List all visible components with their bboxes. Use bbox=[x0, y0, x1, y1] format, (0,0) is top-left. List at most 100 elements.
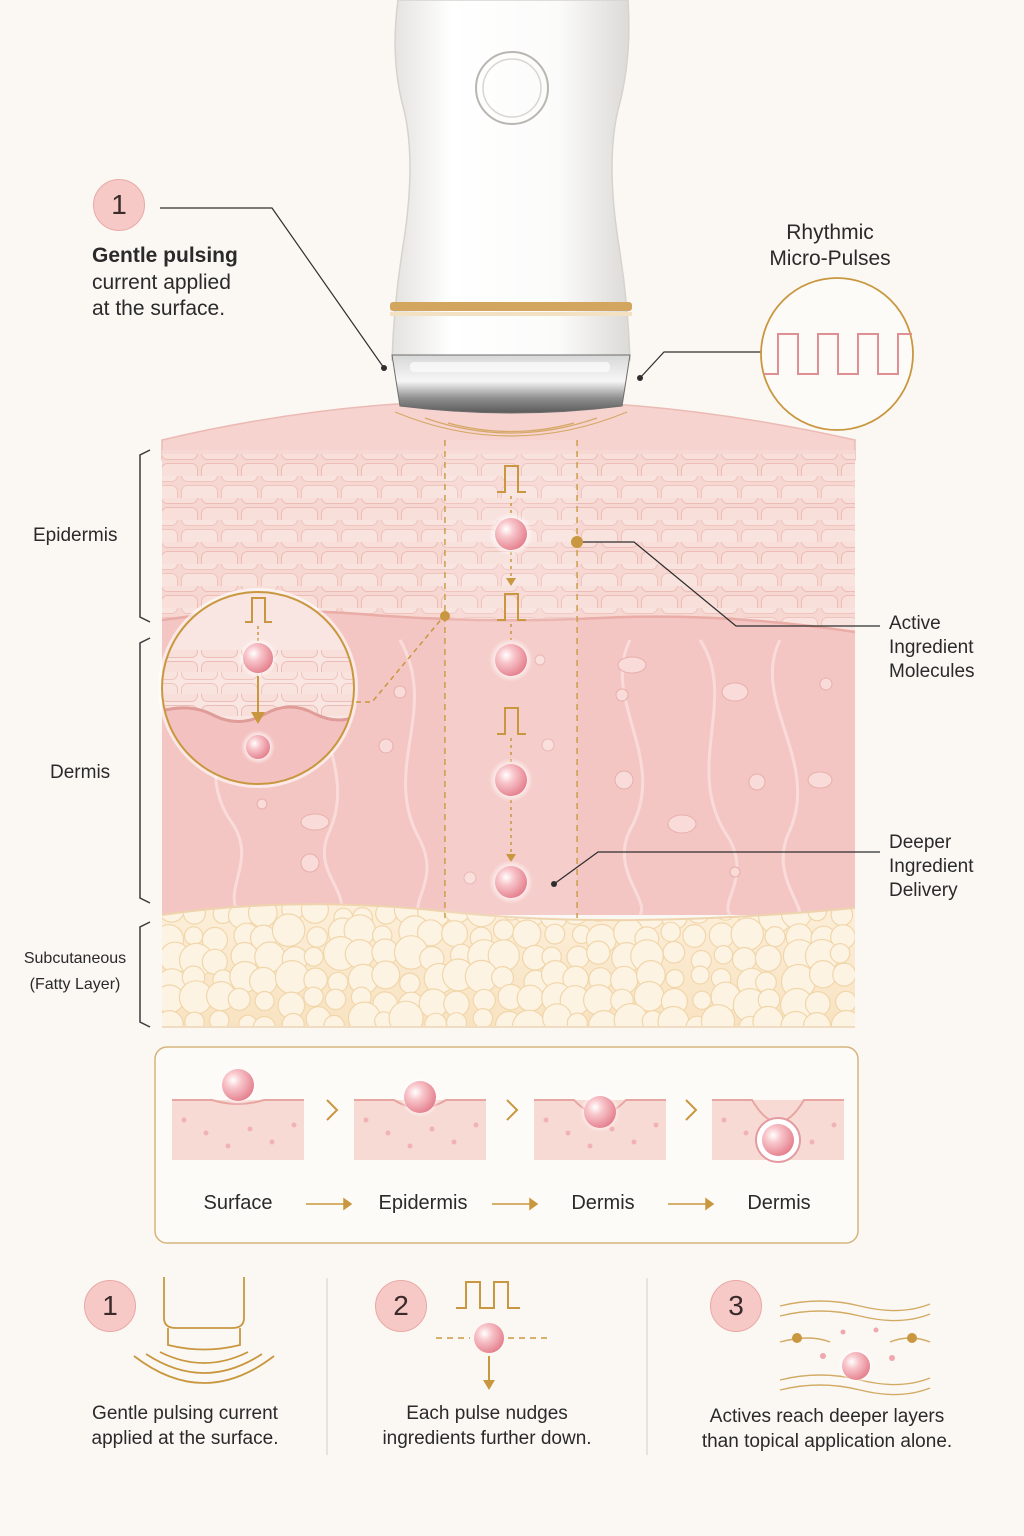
fat-cell bbox=[834, 990, 855, 1013]
step3-number: 3 bbox=[710, 1280, 762, 1332]
step3-layers-icon bbox=[779, 1300, 931, 1396]
fat-cell bbox=[324, 988, 347, 1011]
active-label-line1: Active bbox=[889, 613, 941, 634]
fat-cell bbox=[254, 990, 275, 1012]
fat-cell bbox=[764, 925, 786, 948]
step2-number: 2 bbox=[375, 1280, 427, 1332]
callout-number-1: 1 bbox=[93, 179, 145, 231]
step1-number: 1 bbox=[84, 1280, 136, 1332]
fat-cell bbox=[248, 966, 278, 996]
step3-line1: Actives reach deeper layers bbox=[709, 1406, 945, 1427]
progression-speck bbox=[363, 1117, 369, 1123]
progression-speck bbox=[429, 1126, 435, 1132]
dermis-label: Dermis bbox=[50, 762, 111, 783]
step1-device-icon bbox=[133, 1277, 275, 1384]
deeper-label-line3: Delivery bbox=[889, 880, 958, 901]
fat-cell bbox=[583, 984, 615, 1016]
fat-cell bbox=[830, 1009, 855, 1028]
progression-speck bbox=[385, 1130, 391, 1136]
progression-speck bbox=[407, 1143, 413, 1149]
fat-cell bbox=[183, 926, 204, 946]
progression-speck bbox=[181, 1117, 187, 1123]
fat-cell bbox=[208, 1010, 230, 1028]
progression-molecule bbox=[584, 1096, 616, 1128]
pulse-callout-title: Rhythmic Micro-Pulses bbox=[760, 220, 900, 272]
zoom-inset bbox=[158, 588, 450, 788]
fat-cell bbox=[586, 940, 611, 965]
fat-cell bbox=[692, 990, 712, 1011]
stage-label-dermis-deep: Dermis bbox=[747, 1192, 811, 1214]
fat-cell bbox=[271, 913, 306, 948]
fat-cell bbox=[227, 987, 251, 1011]
progression-speck bbox=[721, 1117, 727, 1123]
subcutaneous-line2: (Fatty Layer) bbox=[29, 976, 121, 993]
progression-speck bbox=[451, 1139, 457, 1145]
fat-cell bbox=[306, 926, 328, 948]
fat-cell bbox=[472, 988, 496, 1012]
fat-cell bbox=[542, 1003, 572, 1028]
step1-line2: applied at the surface. bbox=[91, 1428, 279, 1449]
progression-speck bbox=[473, 1122, 479, 1128]
fat-cell bbox=[713, 944, 734, 965]
fat-cell bbox=[665, 968, 685, 989]
progression-molecule bbox=[404, 1081, 436, 1113]
progression-arrows bbox=[306, 1197, 715, 1211]
fat-cell bbox=[662, 940, 686, 964]
fat-cell bbox=[424, 1012, 448, 1028]
step2-text: Each pulse nudges ingredients further do… bbox=[357, 1401, 617, 1451]
fat-cell bbox=[303, 946, 324, 967]
fat-cell bbox=[544, 923, 566, 945]
step1-line1: Gentle pulsing current bbox=[92, 1403, 278, 1424]
progression-speck bbox=[831, 1122, 837, 1128]
fat-cell bbox=[660, 921, 681, 943]
progression-speck bbox=[291, 1122, 297, 1128]
fat-cell bbox=[752, 1005, 784, 1028]
step2-line1: Each pulse nudges bbox=[406, 1403, 568, 1424]
step1-text: Gentle pulsing current applied at the su… bbox=[55, 1401, 315, 1451]
progression-speck bbox=[653, 1122, 659, 1128]
stage-label-epidermis: Epidermis bbox=[378, 1192, 468, 1214]
fat-cell bbox=[323, 1014, 345, 1028]
square-wave bbox=[764, 333, 912, 375]
channel-pulse-icons bbox=[497, 465, 526, 735]
fat-cell bbox=[300, 904, 329, 924]
fat-cell bbox=[588, 1009, 620, 1028]
fat-cell bbox=[512, 919, 542, 949]
fat-cell bbox=[371, 960, 401, 990]
progression-speck bbox=[543, 1117, 549, 1123]
progression-speck bbox=[565, 1130, 571, 1136]
progression-panel bbox=[154, 1046, 859, 1244]
subcutaneous-label: Subcutaneous (Fatty Layer) bbox=[20, 946, 130, 998]
active-ingredient-label: Active Ingredient Molecules bbox=[889, 612, 975, 684]
fat-cell bbox=[731, 946, 757, 972]
fat-cell bbox=[162, 1010, 184, 1028]
dermis-cells bbox=[256, 654, 833, 885]
progression-tile bbox=[172, 1100, 304, 1160]
fat-cell bbox=[690, 965, 710, 985]
subcutaneous-line1: Subcutaneous bbox=[23, 950, 127, 967]
callout-line3: at the surface. bbox=[92, 297, 226, 320]
fat-cell bbox=[566, 1012, 588, 1028]
progression-speck bbox=[631, 1139, 637, 1145]
fat-cell bbox=[829, 942, 851, 964]
step2-pulse-icon bbox=[436, 1281, 552, 1390]
progression-speck bbox=[269, 1139, 275, 1145]
deeper-label-line1: Deeper bbox=[889, 832, 952, 853]
layer-brackets bbox=[139, 449, 151, 1028]
callout-title: Gentle pulsing bbox=[92, 244, 238, 267]
fat-cell bbox=[399, 972, 421, 994]
epidermis-layer bbox=[162, 450, 855, 632]
active-label-line3: Molecules bbox=[889, 661, 975, 682]
fat-cell bbox=[682, 923, 707, 948]
stage-label-dermis: Dermis bbox=[571, 1192, 635, 1214]
callout-line2: current applied bbox=[92, 271, 231, 294]
progression-speck bbox=[743, 1130, 749, 1136]
active-label-line2: Ingredient bbox=[889, 637, 974, 658]
progression-molecule bbox=[762, 1124, 794, 1156]
deeper-delivery-label: Deeper Ingredient Delivery bbox=[889, 831, 974, 903]
progression-speck bbox=[247, 1126, 253, 1132]
epidermis-label: Epidermis bbox=[33, 525, 118, 546]
fat-cell bbox=[566, 945, 590, 969]
progression-speck bbox=[225, 1143, 231, 1149]
